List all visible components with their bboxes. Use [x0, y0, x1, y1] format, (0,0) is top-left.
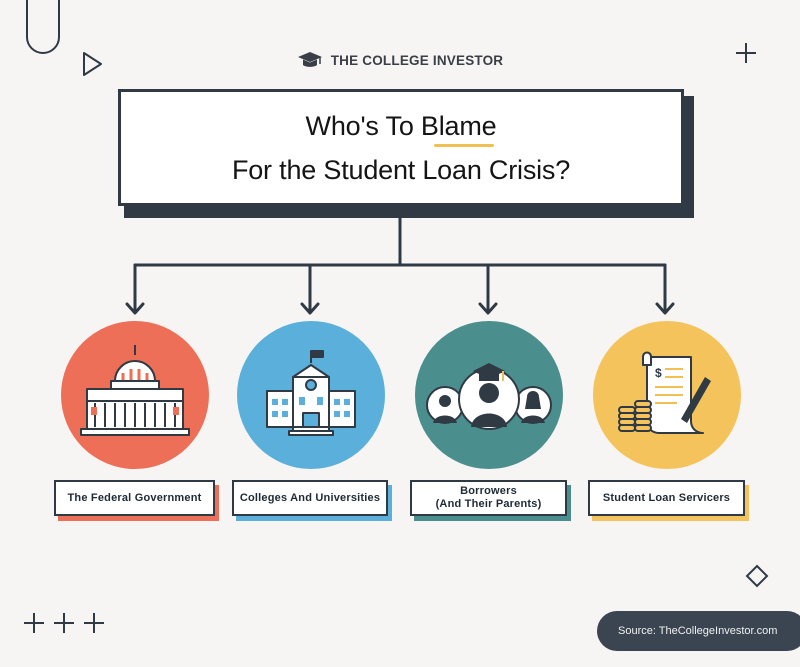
servicers-circle: $ [593, 321, 741, 469]
graduation-cap-icon [297, 52, 322, 67]
title-underline-accent [433, 143, 495, 147]
graduate-family-icon [426, 363, 552, 430]
federal-government-circle [61, 321, 209, 469]
borrowers-label-line-2: (And Their Parents) [435, 498, 542, 510]
plus-mark-bottom-2 [54, 613, 74, 633]
source-badge: Source: TheCollegeInvestor.com [597, 611, 800, 651]
federal-government-label-text: The Federal Government [67, 491, 202, 504]
title-line-1: Who's To Blame [306, 104, 497, 148]
plus-mark-top-right [736, 43, 756, 63]
arrowhead-4 [655, 302, 675, 315]
bill-and-coins-icon: $ [618, 351, 711, 434]
connector-lines [125, 208, 675, 315]
servicers-label: Student Loan Servicers [588, 480, 745, 516]
title-box: Who's To Blame For the Student Loan Cris… [118, 89, 684, 206]
colleges-circle [237, 321, 385, 469]
triangle-outline [83, 52, 102, 76]
federal-government-label: The Federal Government [54, 480, 215, 516]
borrowers-label-line-1: Borrowers [460, 485, 517, 497]
arrowhead-2 [300, 302, 320, 315]
diamond-outline [745, 564, 769, 588]
capitol-building-icon [80, 345, 190, 436]
brand-name: THE COLLEGE INVESTOR [330, 52, 504, 68]
servicers-label-text: Student Loan Servicers [602, 491, 731, 504]
title-line-1-text: Who's To Blame [305, 110, 497, 141]
colleges-label-text: Colleges And Universities [239, 491, 381, 504]
title-line-2: For the Student Loan Crisis? [231, 154, 571, 185]
svg-text:$: $ [655, 366, 662, 380]
arch-outline [26, 0, 60, 54]
school-building-icon [266, 350, 356, 436]
colleges-label: Colleges And Universities [232, 480, 388, 516]
arrowhead-3 [478, 302, 498, 315]
source-text: Source: TheCollegeInvestor.com [618, 625, 778, 637]
borrowers-circle [415, 321, 563, 469]
plus-mark-bottom-1 [24, 613, 44, 633]
plus-mark-bottom-3 [84, 613, 104, 633]
brand-header: THE COLLEGE INVESTOR [0, 49, 800, 71]
borrowers-label: Borrowers (And Their Parents) [410, 480, 567, 516]
arrowhead-1 [125, 302, 145, 315]
